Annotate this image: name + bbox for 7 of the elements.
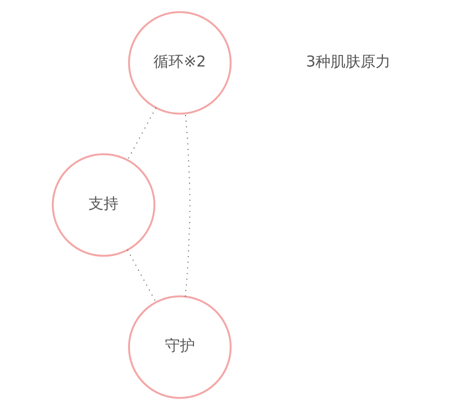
label: 3种肌肤原力 — [306, 52, 390, 70]
node-circle: 守护 — [128, 295, 232, 399]
node-circle: 支持 — [51, 153, 155, 257]
connector — [126, 249, 156, 303]
node-circle: 循环※2 — [128, 11, 232, 115]
connector — [126, 107, 156, 160]
connector — [184, 112, 190, 298]
